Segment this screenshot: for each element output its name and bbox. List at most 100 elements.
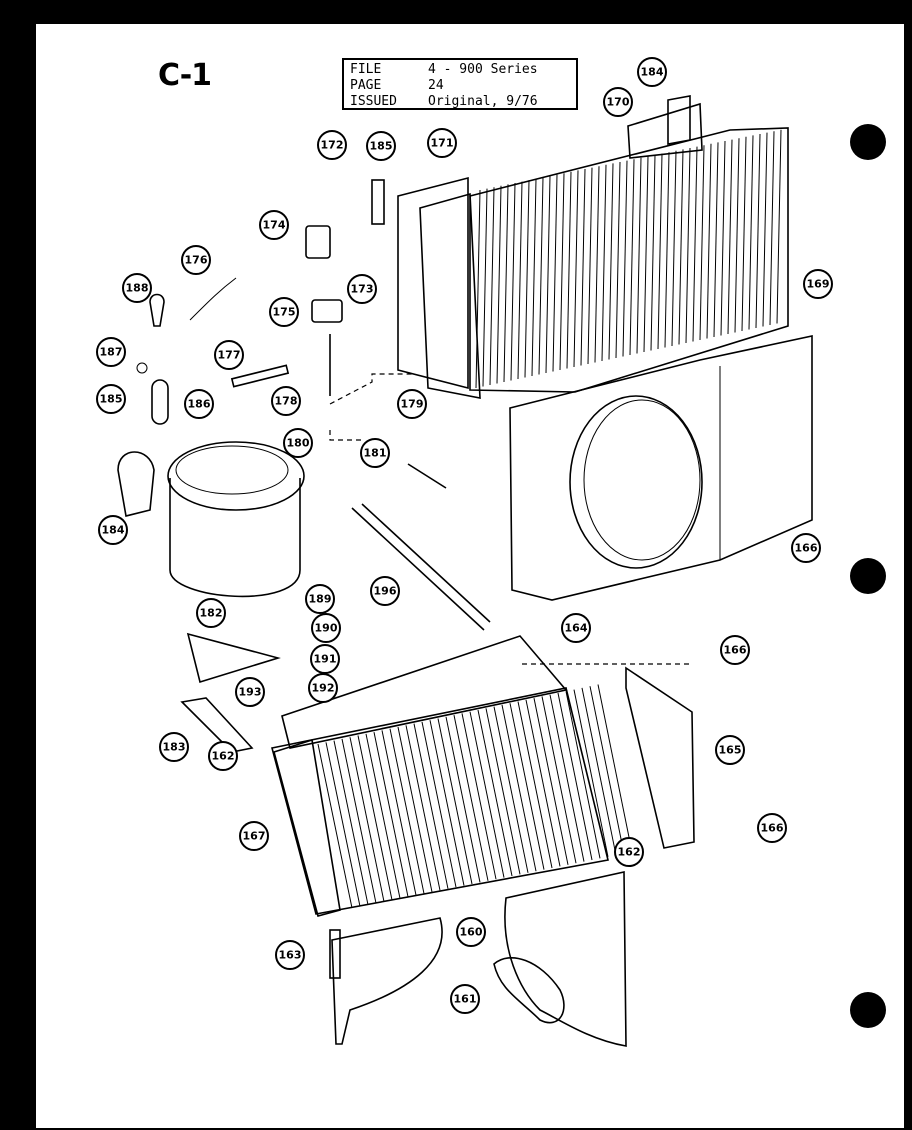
callout-label: 161 (454, 993, 477, 1006)
callout-label: 172 (321, 139, 344, 152)
screw-strip-left (371, 179, 385, 225)
side-panel (625, 666, 695, 849)
callout-183: 183 (159, 732, 189, 762)
callout-193: 193 (235, 677, 265, 707)
callout-label: 162 (618, 846, 641, 859)
callout-label: 174 (263, 219, 286, 232)
callout-181: 181 (360, 438, 390, 468)
callout-166: 166 (791, 533, 821, 563)
evaporator-coil (271, 684, 633, 917)
callout-label: 190 (315, 622, 338, 635)
callout-185: 185 (96, 384, 126, 414)
callout-160: 160 (456, 917, 486, 947)
file-row: FILE 4 - 900 Series (350, 62, 570, 78)
callout-label: 179 (401, 398, 424, 411)
callout-182: 182 (196, 598, 226, 628)
callout-175: 175 (269, 297, 299, 327)
callout-164: 164 (561, 613, 591, 643)
callout-label: 182 (200, 607, 223, 620)
file-info-box: FILE 4 - 900 Series PAGE 24 ISSUED Origi… (342, 58, 578, 110)
terminal-cover (117, 451, 155, 517)
binder-hole-middle (850, 558, 886, 594)
callout-label: 164 (565, 622, 588, 635)
valve-body (305, 225, 331, 259)
callout-178: 178 (271, 386, 301, 416)
bar-part (230, 364, 290, 388)
callout-163: 163 (275, 940, 305, 970)
top-bracket (627, 102, 703, 159)
callout-172: 172 (317, 130, 347, 160)
callout-165: 165 (715, 735, 745, 765)
page-value: 24 (428, 78, 444, 93)
callout-184: 184 (637, 57, 667, 87)
callout-173: 173 (347, 274, 377, 304)
callout-label: 189 (309, 593, 332, 606)
callout-label: 180 (287, 437, 310, 450)
binder-hole-bottom (850, 992, 886, 1028)
file-value: 4 - 900 Series (428, 62, 538, 77)
callout-label: 166 (761, 822, 784, 835)
callout-label: 166 (795, 542, 818, 555)
callout-180: 180 (283, 428, 313, 458)
callout-176: 176 (181, 245, 211, 275)
callout-196: 196 (370, 576, 400, 606)
callout-label: 185 (370, 140, 393, 153)
cable-a (351, 507, 485, 631)
callout-179: 179 (397, 389, 427, 419)
callout-166: 166 (720, 635, 750, 665)
screw-strip-bottom (329, 929, 341, 979)
callout-162: 162 (208, 741, 238, 771)
drain-trough (281, 635, 568, 749)
compressor (167, 441, 305, 598)
file-label: FILE (350, 62, 382, 77)
callout-label: 184 (641, 66, 664, 79)
callout-label: 166 (724, 644, 747, 657)
callout-label: 178 (275, 395, 298, 408)
binder-hole-top (850, 124, 886, 160)
callout-label: 196 (374, 585, 397, 598)
callout-label: 160 (460, 926, 483, 939)
callout-188: 188 (122, 273, 152, 303)
issued-value: Original, 9/76 (428, 94, 538, 109)
callout-184: 184 (98, 515, 128, 545)
fan-shroud (509, 335, 813, 601)
callout-label: 183 (163, 741, 186, 754)
front-panel-left (331, 917, 443, 1045)
callout-189: 189 (305, 584, 335, 614)
callout-192: 192 (308, 673, 338, 703)
callout-label: 175 (273, 306, 296, 319)
callout-label: 191 (314, 653, 337, 666)
page-label: PAGE (350, 78, 382, 93)
callout-label: 177 (218, 349, 241, 362)
filter-mesh (493, 956, 565, 1024)
issued-label: ISSUED (350, 94, 397, 109)
callout-177: 177 (214, 340, 244, 370)
callout-185: 185 (366, 131, 396, 161)
callout-166: 166 (757, 813, 787, 843)
callout-191: 191 (310, 644, 340, 674)
callout-label: 192 (312, 682, 335, 695)
issued-row: ISSUED Original, 9/76 (350, 94, 570, 110)
callout-label: 171 (431, 137, 454, 150)
callout-label: 165 (719, 744, 742, 757)
page-code: C-1 (158, 58, 212, 93)
callout-167: 167 (239, 821, 269, 851)
callout-label: 176 (185, 254, 208, 267)
callout-label: 170 (607, 96, 630, 109)
callout-label: 181 (364, 447, 387, 460)
callout-174: 174 (259, 210, 289, 240)
callout-label: 173 (351, 283, 374, 296)
gasket-ring (151, 379, 169, 425)
callout-label: 188 (126, 282, 149, 295)
callout-label: 186 (188, 398, 211, 411)
drive-shaft (407, 463, 447, 489)
front-panel-right (504, 871, 627, 1047)
callout-label: 167 (243, 830, 266, 843)
callout-187: 187 (96, 337, 126, 367)
foot-bracket (180, 697, 254, 753)
callout-label: 163 (279, 949, 302, 962)
compressor-mount (186, 632, 281, 684)
callout-171: 171 (427, 128, 457, 158)
side-bracket (667, 95, 691, 145)
